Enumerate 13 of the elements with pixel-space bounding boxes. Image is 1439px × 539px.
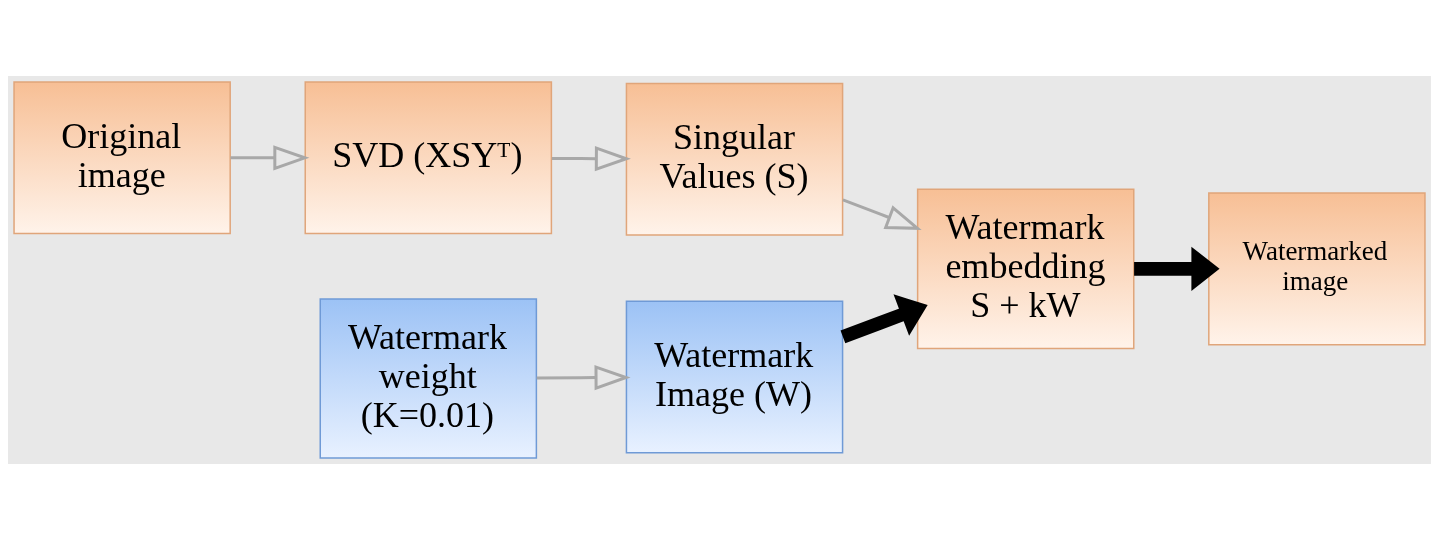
arrow bbox=[536, 364, 631, 390]
node-box: SVD (XSYᵀ) bbox=[304, 80, 553, 234]
node-box: Watermark Image (W) bbox=[625, 299, 844, 453]
arrow bbox=[551, 145, 631, 171]
node-box: Watermark weight (K=0.01) bbox=[319, 297, 538, 459]
arrow bbox=[230, 144, 310, 170]
arrow bbox=[842, 198, 922, 230]
arrow bbox=[1134, 246, 1220, 291]
node-box: Watermark embedding S + kW bbox=[916, 188, 1135, 349]
node-box: Watermarked image bbox=[1208, 191, 1426, 345]
arrow bbox=[840, 293, 928, 343]
node-box: Singular Values (S) bbox=[625, 82, 844, 236]
node-box: Original image bbox=[13, 80, 231, 234]
